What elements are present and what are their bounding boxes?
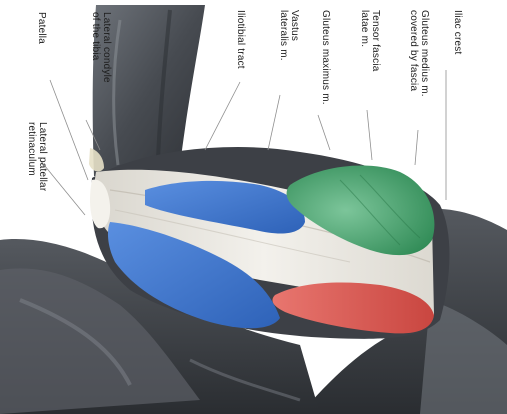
- label-lateral-patellar-retinaculum: Lateral patellar retinaculum: [26, 122, 48, 191]
- label-iliac-crest: Iliac crest: [452, 10, 463, 54]
- label-gluteus-medius: Gluteus medius m. covered by fascia: [408, 10, 430, 97]
- label-patella: Patella: [36, 12, 47, 44]
- label-lateral-condyle-tibia: Lateral condyle of the tibia: [90, 12, 112, 83]
- label-iliotibial-tract: Iliotibial tract: [235, 10, 246, 69]
- label-tensor-fasciae-latae: Tensor fascia latae m.: [359, 10, 381, 72]
- label-gluteus-maximus: Gluteus maximus m.: [320, 10, 331, 105]
- label-vastus-lateralis: Vastus lateralis m.: [278, 10, 300, 61]
